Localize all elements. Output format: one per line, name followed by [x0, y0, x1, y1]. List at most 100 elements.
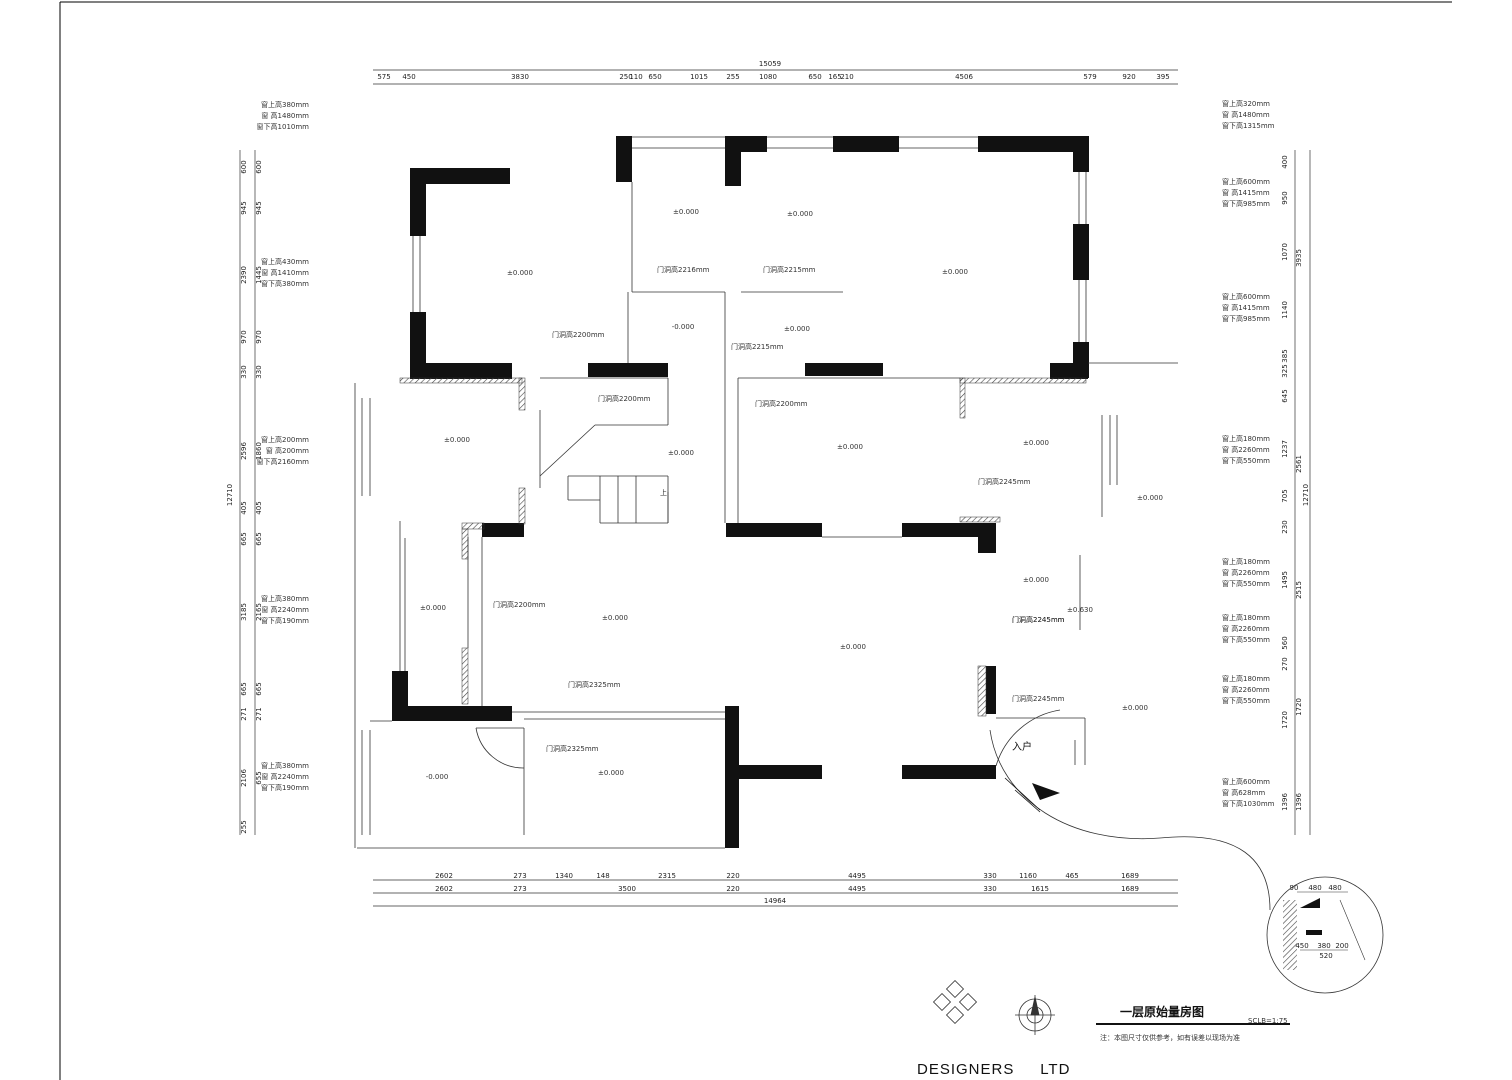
dim-right-overall: 12710	[1302, 484, 1310, 506]
window-note: 窗下高550mm	[1222, 579, 1270, 588]
window-note: 窗上高380mm	[261, 594, 309, 603]
level-mark: ±0.000	[602, 614, 628, 622]
dim-left-segment: 2596	[240, 442, 248, 460]
level-mark: ±0.000	[837, 443, 863, 451]
dim-bottom-segment: 3500	[618, 885, 636, 893]
door-note: 门洞高2245mm	[1012, 615, 1065, 624]
level-mark: ±0.000	[942, 268, 968, 276]
level-mark: ±0.000	[598, 769, 624, 777]
level-mark: ±0.000	[787, 210, 813, 218]
detail-section	[1283, 891, 1366, 970]
dim-bottom-segment: 148	[596, 872, 609, 880]
dim-top-segment: 255	[726, 73, 739, 81]
door-note: 门洞高2245mm	[1012, 694, 1065, 703]
dim-top-segment: 650	[648, 73, 661, 81]
window-note: 窗 高2260mm	[1222, 445, 1270, 454]
dim-right-segment: 1720	[1281, 711, 1289, 729]
dim-right-segment: 270	[1281, 657, 1289, 670]
dim-left-segment: 405	[240, 501, 248, 514]
dim-left-segment: 1860	[255, 442, 263, 460]
window-note: 窗上高600mm	[1222, 777, 1270, 786]
dim-left-segment: 665	[255, 532, 263, 545]
dim-top-segment: 579	[1083, 73, 1096, 81]
dim-top-segment: 250	[619, 73, 632, 81]
door-note: 门洞高2245mm	[1012, 615, 1065, 624]
level-mark: ±0.000	[507, 269, 533, 277]
dim-bottom-segment: 1160	[1019, 872, 1037, 880]
level-mark: ±0.000	[1122, 704, 1148, 712]
window-note: 窗 高2260mm	[1222, 624, 1270, 633]
dim-right-segment: 950	[1281, 191, 1289, 204]
level-mark: ±0.000	[444, 436, 470, 444]
dimension-bottom	[373, 879, 1178, 907]
dim-right-segment: 400	[1281, 155, 1289, 168]
dim-top-segment: 3830	[511, 73, 529, 81]
dim-bottom-segment: 465	[1065, 872, 1078, 880]
sheet-border	[59, 1, 1452, 1080]
level-mark: ±0.000	[673, 208, 699, 216]
window-note: 窗下高380mm	[261, 279, 309, 288]
dim-top-segment: 165	[828, 73, 841, 81]
dim-right-segment: 645	[1281, 389, 1289, 402]
window-note: 窗上高320mm	[1222, 99, 1270, 108]
dim-left-segment: 665	[255, 682, 263, 695]
dim-bottom-segment: 4495	[848, 885, 866, 893]
hatched-walls	[399, 377, 1087, 717]
level-mark: ±0.630	[1067, 606, 1093, 614]
window-note: 窗上高180mm	[1222, 613, 1270, 622]
dim-left-segment: 2165	[255, 603, 263, 621]
window-note: 窗上高180mm	[1222, 434, 1270, 443]
door-note: 门洞高2200mm	[552, 330, 605, 339]
drawing-scale: SCLB=1:75	[1248, 1017, 1288, 1025]
window-note: 窗 高2260mm	[1222, 568, 1270, 577]
dim-left-segment: 600	[240, 160, 248, 173]
dim-left-segment: 405	[255, 501, 263, 514]
thin-lines	[354, 136, 1384, 994]
dim-top-segment: 4506	[955, 73, 973, 81]
dim-bottom-segment: 1689	[1121, 872, 1139, 880]
dim-top-overall: 15059	[759, 60, 781, 68]
window-note: 窗 高200mm	[266, 446, 309, 455]
dim-right-segment: 1720	[1295, 698, 1303, 716]
company-name: DESIGNERS LTD	[917, 1061, 1070, 1078]
dim-right-segment: 560	[1281, 636, 1289, 649]
window-note: 窗下高2160mm	[257, 457, 310, 466]
dim-bottom-segment: 273	[513, 885, 526, 893]
dim-left-segment: 271	[255, 707, 263, 720]
dim-left-segment: 945	[240, 201, 248, 214]
dim-left-segment: 1445	[255, 266, 263, 284]
door-note: 门洞高2245mm	[978, 477, 1031, 486]
window-note: 窗 高1480mm	[261, 111, 309, 120]
dim-bottom-segment: 220	[726, 885, 739, 893]
level-mark: ±0.000	[1023, 439, 1049, 447]
dim-bottom-segment: 330	[983, 872, 996, 880]
company-logo-icon	[932, 979, 978, 1025]
detail-dim: 200	[1335, 942, 1348, 950]
window-note: 窗上高600mm	[1222, 292, 1270, 301]
entrance-arrow-icon	[1004, 777, 1060, 813]
dim-left-segment: 330	[240, 365, 248, 378]
detail-dim: 480	[1328, 884, 1341, 892]
dim-right-segment: 3935	[1295, 249, 1303, 267]
dim-top-segment: 1080	[759, 73, 777, 81]
dim-top-segment: 920	[1122, 73, 1135, 81]
window-note: 窗上高600mm	[1222, 177, 1270, 186]
dim-bottom-segment: 2602	[435, 885, 453, 893]
window-note: 窗下高985mm	[1222, 199, 1270, 208]
level-mark: ±0.000	[840, 643, 866, 651]
entry-label: 入户	[1012, 740, 1032, 753]
window-note: 窗下高1315mm	[1222, 121, 1275, 130]
dimension-right	[1294, 150, 1311, 835]
dim-left-segment: 2106	[240, 769, 248, 787]
window-note: 窗上高380mm	[261, 761, 309, 770]
dim-top-segment: 450	[402, 73, 415, 81]
level-mark: ±0.000	[784, 325, 810, 333]
dim-right-segments: 3935256125151720139640095010701140385325…	[1281, 155, 1303, 811]
window-note: 窗下高190mm	[261, 616, 309, 625]
window-note: 窗上高180mm	[1222, 674, 1270, 683]
dim-right-segment: 1140	[1281, 301, 1289, 319]
door-note: 门洞高2216mm	[657, 265, 710, 274]
window-note: 窗 高2240mm	[261, 772, 309, 781]
level-marks: ±0.000±0.000±0.000±0.000-0.000±0.000±0.0…	[420, 208, 1163, 781]
